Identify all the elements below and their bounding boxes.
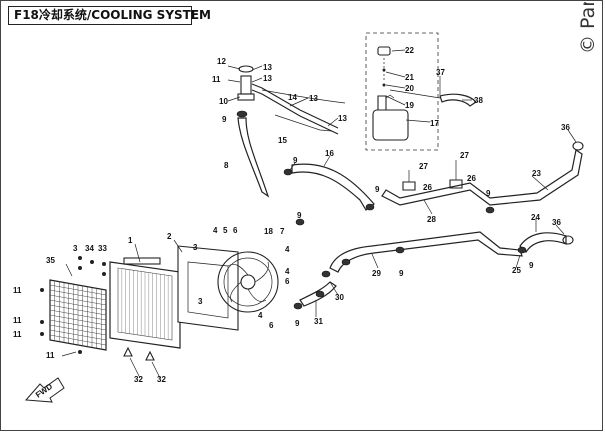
hose-38 [439, 93, 477, 107]
callout-26a: 26 [423, 183, 432, 192]
bracket-26-right [449, 160, 463, 189]
callout-6c: 6 [269, 321, 274, 330]
leader-lines [61, 49, 577, 379]
callout-27b: 27 [460, 151, 469, 160]
cooling-fan [217, 251, 279, 313]
filler-neck-assembly [237, 65, 346, 135]
callout-31: 31 [314, 317, 323, 326]
callout-9a: 9 [222, 115, 227, 124]
callout-labels: 3 3 3 1 2 4 4 4 4 5 6 6 6 7 18 8 9 9 9 9… [13, 46, 570, 384]
callout-26b: 26 [467, 174, 476, 183]
callout-23: 23 [532, 169, 541, 178]
callout-32b: 32 [157, 375, 166, 384]
rubber-mounts-32 [123, 346, 155, 361]
forward-direction-arrow: FWD [24, 377, 65, 403]
callout-22: 22 [405, 46, 414, 55]
coolant-pipe-28-23 [381, 149, 583, 206]
callout-11b: 11 [13, 286, 22, 295]
callout-11e: 11 [46, 351, 55, 360]
callout-6b: 6 [285, 277, 290, 286]
callout-36a: 36 [561, 123, 570, 132]
callout-25: 25 [512, 266, 521, 275]
callout-13a: 13 [263, 63, 272, 72]
bracket-26-left [402, 170, 416, 191]
callout-35: 35 [46, 256, 55, 265]
callout-14: 14 [288, 93, 297, 102]
callout-9b: 9 [293, 156, 298, 165]
callout-24: 24 [531, 213, 540, 222]
callout-19: 19 [405, 101, 414, 110]
callout-4a: 4 [213, 226, 218, 235]
callout-17: 17 [430, 119, 439, 128]
overflow-hose-14 [261, 89, 346, 104]
radiator-1 [109, 257, 181, 349]
callout-3b: 3 [73, 244, 78, 253]
hose-clamp-36-lower [562, 235, 574, 245]
callout-4d: 4 [258, 311, 263, 320]
callout-18: 18 [264, 227, 273, 236]
callout-15: 15 [278, 136, 287, 145]
callout-4c: 4 [285, 267, 290, 276]
callout-37: 37 [436, 68, 445, 77]
callout-30: 30 [335, 293, 344, 302]
callout-4b: 4 [285, 245, 290, 254]
callout-11c: 11 [13, 316, 22, 325]
diagram-title: F18冷却系统/COOLING SYSTEM [8, 6, 211, 25]
fan-shroud-2 [177, 245, 239, 331]
callout-3a: 3 [193, 243, 198, 252]
callout-28: 28 [427, 215, 436, 224]
coolant-hose-16 [291, 163, 375, 211]
callout-1: 1 [128, 236, 133, 245]
callout-9d: 9 [486, 189, 491, 198]
fasteners-3-34-33 [78, 256, 106, 276]
callout-9f: 9 [399, 269, 404, 278]
coolant-pipe-29 [329, 231, 523, 273]
callout-9c: 9 [375, 185, 380, 194]
callout-29: 29 [372, 269, 381, 278]
coolant-hose-8 [237, 117, 270, 198]
callout-8: 8 [224, 161, 229, 170]
callout-38: 38 [474, 96, 483, 105]
coolant-hose-24 [519, 232, 567, 253]
callout-13c: 13 [309, 94, 318, 103]
callout-5: 5 [223, 226, 228, 235]
callout-2: 2 [167, 232, 172, 241]
callout-33: 33 [98, 244, 107, 253]
expansion-tank-inset [365, 32, 439, 151]
callout-12: 12 [217, 57, 226, 66]
radiator-screen-35 [49, 279, 107, 351]
expansion-tank [372, 46, 409, 141]
callout-11d: 11 [13, 330, 22, 339]
radiator-cap-12 [238, 65, 254, 73]
callout-27a: 27 [419, 162, 428, 171]
callout-36b: 36 [552, 218, 561, 227]
callout-3c: 3 [198, 297, 203, 306]
hose-clamp-36-upper [572, 141, 584, 151]
callout-9h: 9 [529, 261, 534, 270]
callout-11a: 11 [212, 75, 221, 84]
callout-7: 7 [280, 227, 285, 236]
callout-6a: 6 [233, 226, 238, 235]
callout-34: 34 [85, 244, 94, 253]
fasteners-11 [40, 288, 82, 354]
callout-21: 21 [405, 73, 414, 82]
callout-13d: 13 [338, 114, 347, 123]
callout-16: 16 [325, 149, 334, 158]
callout-13b: 13 [263, 74, 272, 83]
callout-9e: 9 [297, 211, 302, 220]
callout-32a: 32 [134, 375, 143, 384]
overflow-pipe-15 [274, 114, 333, 132]
callout-20: 20 [405, 84, 414, 93]
callout-10: 10 [219, 97, 228, 106]
callout-9g: 9 [295, 319, 300, 328]
tank-cap-22 [377, 46, 391, 56]
